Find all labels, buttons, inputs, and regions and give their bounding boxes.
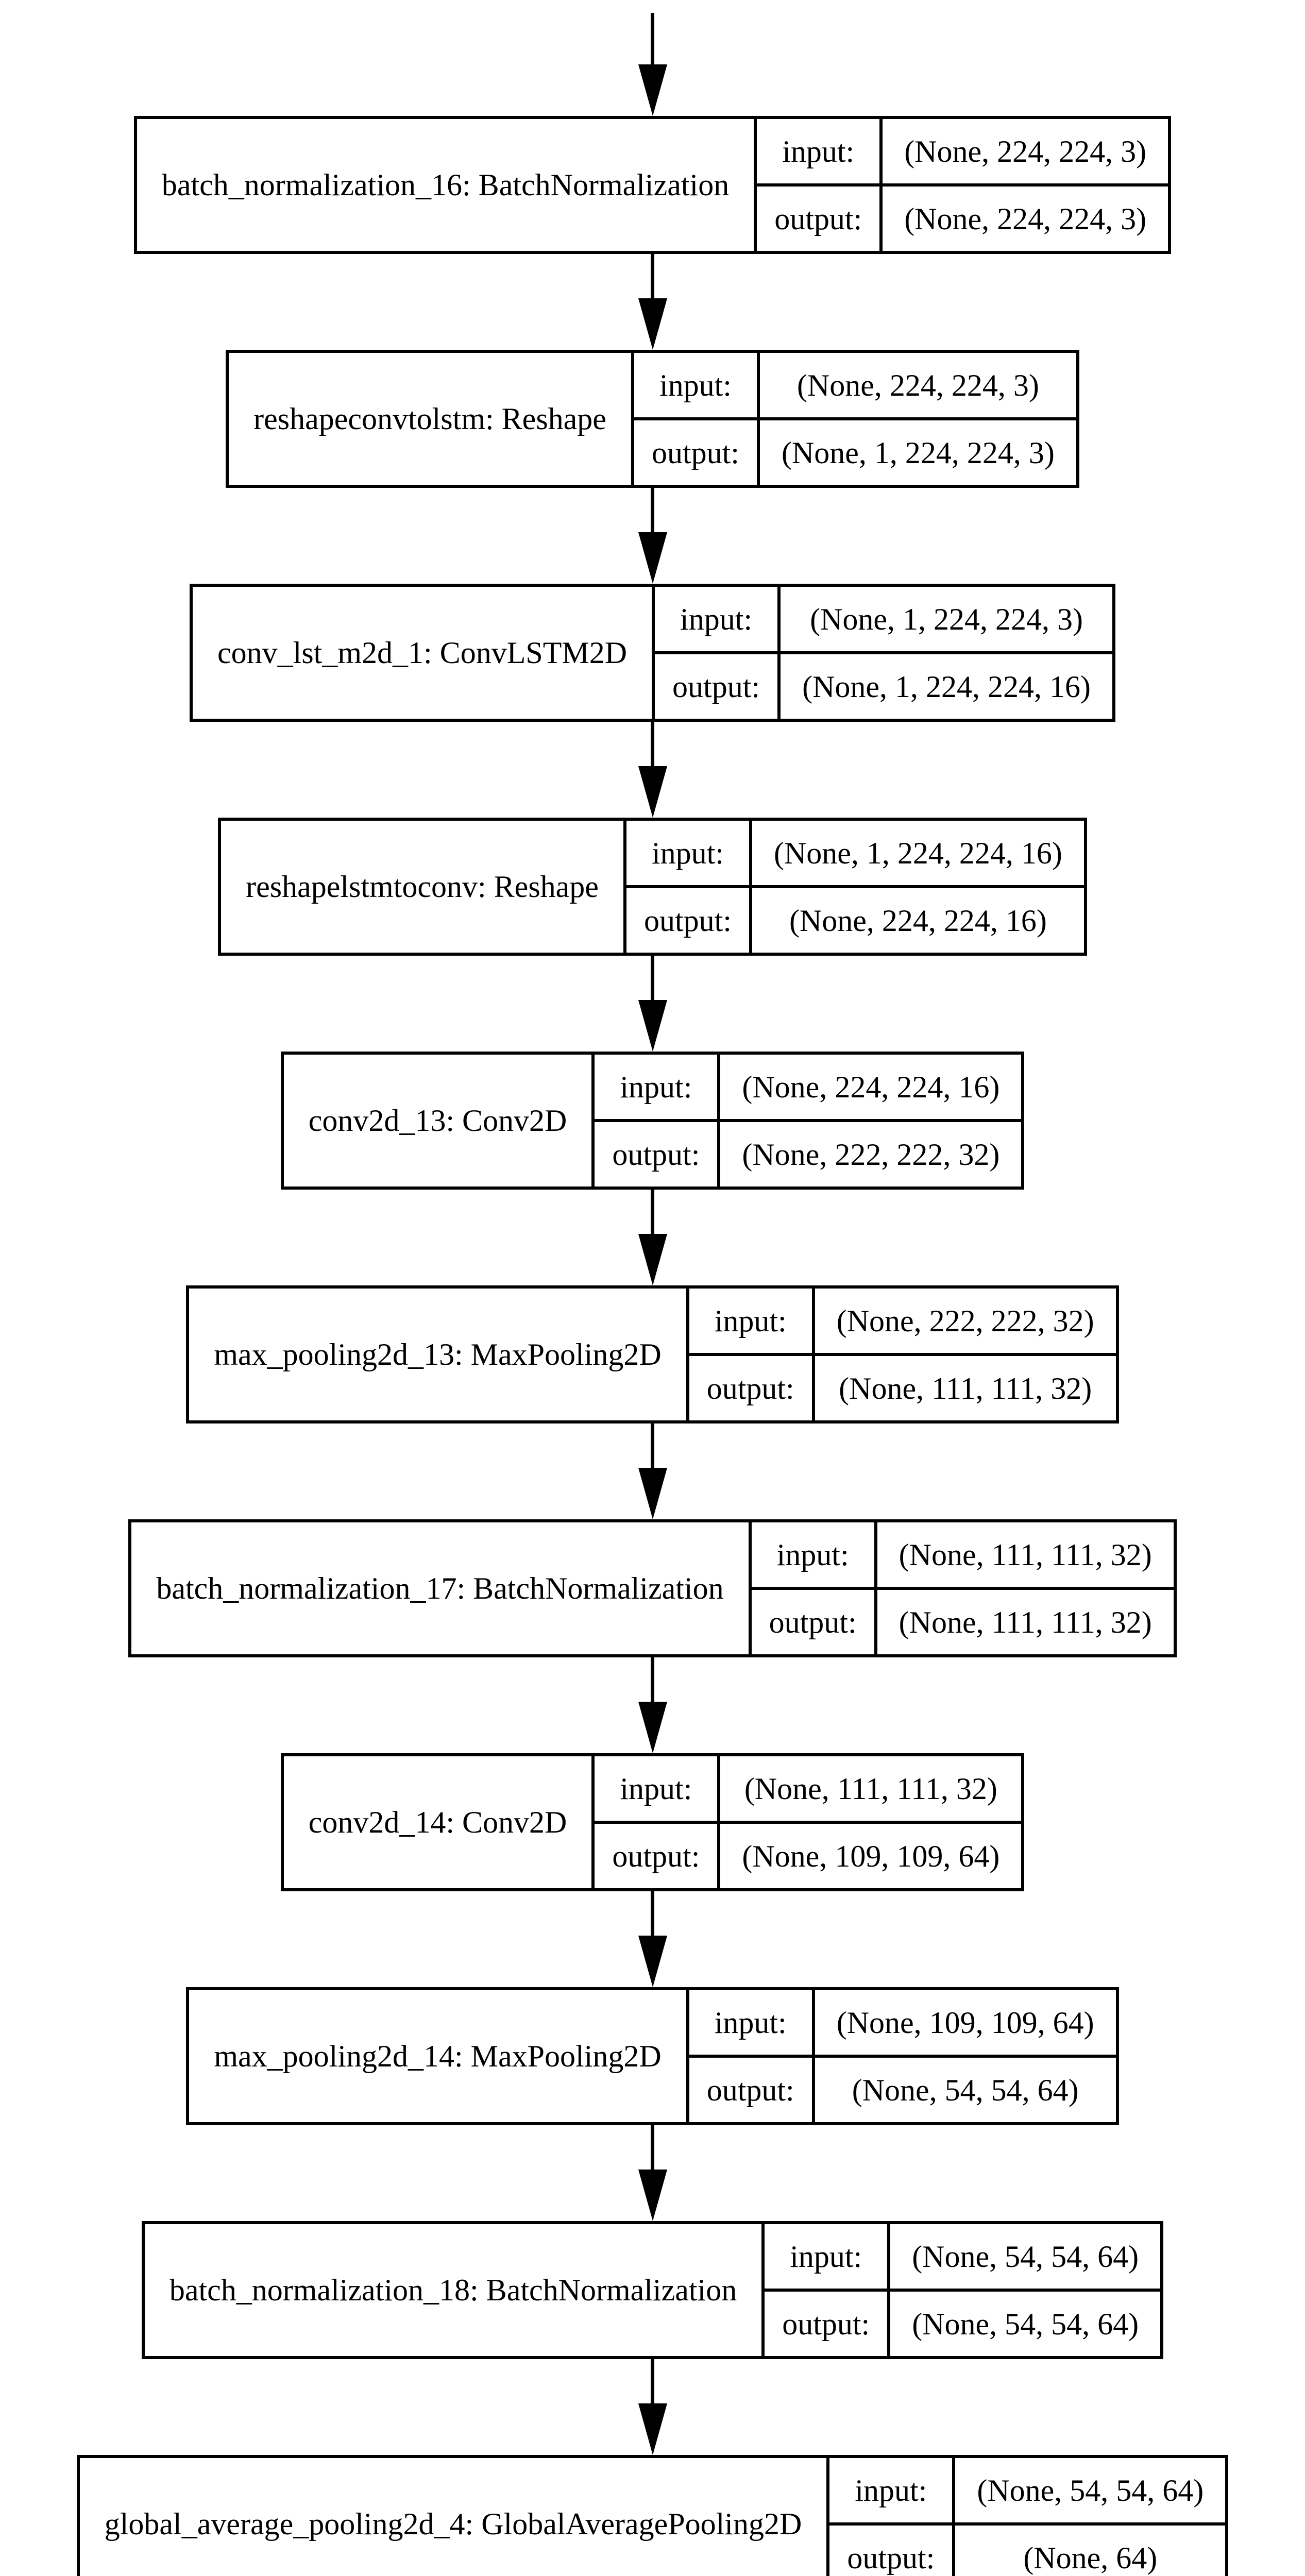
layer-node: conv_lst_m2d_1: ConvLSTM2D input: (None,… [190, 584, 1115, 722]
input-shape: (None, 54, 54, 64) [887, 2221, 1164, 2292]
layer-node: conv2d_14: Conv2D input: (None, 111, 111… [280, 1753, 1025, 1891]
flow-arrow [638, 1891, 667, 1987]
arrow-line [651, 2125, 654, 2170]
layer-name: batch_normalization_18: BatchNormalizati… [141, 2221, 765, 2359]
arrow-head-icon [638, 1000, 667, 1052]
input-shape: (None, 224, 224, 3) [879, 116, 1172, 187]
arrow-head-icon [638, 298, 667, 350]
layer-node: batch_normalization_18: BatchNormalizati… [141, 2221, 1164, 2359]
arrow-head-icon [638, 1234, 667, 1285]
input-label: input: [652, 584, 781, 654]
flow-arrow [638, 1190, 667, 1285]
flow-arrow [638, 2125, 667, 2221]
flow-arrow [638, 722, 667, 818]
output-shape: (None, 54, 54, 64) [811, 2055, 1119, 2125]
arrow-head-icon [638, 64, 667, 116]
arrow-line [651, 1423, 654, 1468]
flow-arrow [638, 488, 667, 584]
arrow-line [651, 488, 654, 532]
input-shape: (None, 1, 224, 224, 16) [749, 818, 1087, 888]
layer-name: conv2d_13: Conv2D [280, 1052, 595, 1190]
arrow-line [651, 722, 654, 766]
output-shape: (None, 224, 224, 3) [879, 183, 1172, 254]
flow-arrow [638, 13, 667, 116]
arrow-head-icon [638, 532, 667, 584]
layer-node: conv2d_13: Conv2D input: (None, 224, 224… [280, 1052, 1025, 1190]
input-label: input: [591, 1052, 721, 1122]
input-shape: (None, 222, 222, 32) [811, 1285, 1119, 1356]
output-label: output: [591, 1119, 721, 1190]
arrow-head-icon [638, 1936, 667, 1987]
output-label: output: [591, 1821, 721, 1891]
arrow-head-icon [638, 766, 667, 818]
output-label: output: [748, 1587, 877, 1657]
layer-node: global_average_pooling2d_4: GlobalAverag… [76, 2455, 1229, 2576]
arrow-line [651, 13, 654, 64]
input-label: input: [686, 1285, 815, 1356]
arrow-line [651, 1891, 654, 1936]
input-label: input: [623, 818, 752, 888]
flow-arrow [638, 254, 667, 350]
layer-node: max_pooling2d_13: MaxPooling2D input: (N… [186, 1285, 1119, 1423]
flow-arrow [638, 1657, 667, 1753]
arrow-line [651, 254, 654, 298]
arrow-head-icon [638, 2170, 667, 2221]
arrow-line [651, 1190, 654, 1234]
output-shape: (None, 54, 54, 64) [887, 2289, 1164, 2359]
layer-name: batch_normalization_16: BatchNormalizati… [133, 116, 757, 254]
input-label: input: [686, 1987, 815, 2058]
input-label: input: [591, 1753, 721, 1824]
layer-node: batch_normalization_17: BatchNormalizati… [128, 1519, 1177, 1657]
input-label: input: [748, 1519, 877, 1590]
arrow-head-icon [638, 1702, 667, 1753]
arrow-head-icon [638, 2403, 667, 2455]
layer-node: reshapelstmtoconv: Reshape input: (None,… [218, 818, 1087, 956]
flow-arrow [638, 2359, 667, 2455]
input-label: input: [754, 116, 883, 187]
output-label: output: [652, 651, 781, 722]
arrow-head-icon [638, 1468, 667, 1519]
input-shape: (None, 109, 109, 64) [811, 1987, 1119, 2058]
layer-node: reshapeconvtolstm: Reshape input: (None,… [226, 350, 1079, 488]
output-label: output: [686, 1353, 815, 1423]
output-shape: (None, 1, 224, 224, 3) [756, 417, 1079, 488]
input-label: input: [761, 2221, 891, 2292]
input-shape: (None, 224, 224, 3) [756, 350, 1079, 420]
layer-name: reshapeconvtolstm: Reshape [226, 350, 634, 488]
flow-arrow [638, 1423, 667, 1519]
input-shape: (None, 111, 111, 32) [717, 1753, 1025, 1824]
output-label: output: [754, 183, 883, 254]
arrow-line [651, 956, 654, 1000]
input-label: input: [631, 350, 760, 420]
layer-name: max_pooling2d_14: MaxPooling2D [186, 1987, 689, 2125]
output-label: output: [826, 2522, 956, 2576]
layer-name: conv2d_14: Conv2D [280, 1753, 595, 1891]
layer-node: batch_normalization_16: BatchNormalizati… [133, 116, 1172, 254]
layer-name: reshapelstmtoconv: Reshape [218, 818, 626, 956]
output-label: output: [686, 2055, 815, 2125]
output-shape: (None, 111, 111, 32) [874, 1587, 1177, 1657]
layer-name: global_average_pooling2d_4: GlobalAverag… [76, 2455, 830, 2576]
arrow-line [651, 2359, 654, 2403]
layer-name: batch_normalization_17: BatchNormalizati… [128, 1519, 752, 1657]
output-shape: (None, 1, 224, 224, 16) [777, 651, 1115, 722]
output-label: output: [761, 2289, 891, 2359]
arrow-line [651, 1657, 654, 1702]
input-label: input: [826, 2455, 956, 2526]
input-shape: (None, 54, 54, 64) [952, 2455, 1229, 2526]
output-shape: (None, 109, 109, 64) [717, 1821, 1025, 1891]
output-shape: (None, 64) [952, 2522, 1229, 2576]
input-shape: (None, 224, 224, 16) [717, 1052, 1025, 1122]
flow-arrow [638, 956, 667, 1052]
input-shape: (None, 1, 224, 224, 3) [777, 584, 1115, 654]
output-label: output: [631, 417, 760, 488]
layer-name: max_pooling2d_13: MaxPooling2D [186, 1285, 689, 1423]
output-shape: (None, 222, 222, 32) [717, 1119, 1025, 1190]
layer-name: conv_lst_m2d_1: ConvLSTM2D [190, 584, 655, 722]
input-shape: (None, 111, 111, 32) [874, 1519, 1177, 1590]
output-label: output: [623, 885, 752, 956]
layer-node: max_pooling2d_14: MaxPooling2D input: (N… [186, 1987, 1119, 2125]
output-shape: (None, 224, 224, 16) [749, 885, 1087, 956]
output-shape: (None, 111, 111, 32) [811, 1353, 1119, 1423]
